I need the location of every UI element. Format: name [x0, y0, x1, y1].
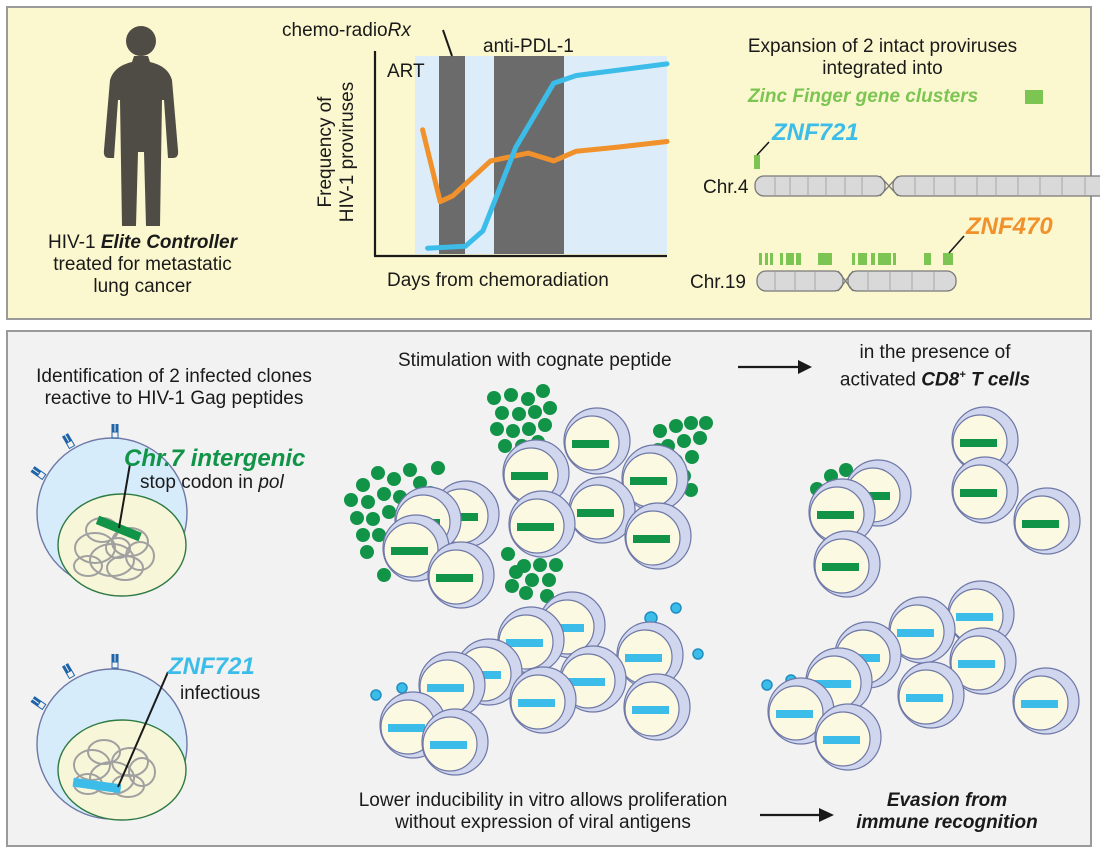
gag-receptor-icon [30, 695, 47, 711]
zinc-finger-legend-swatch [1025, 90, 1043, 104]
chr7-intergenic-label: Chr.7 intergenic [124, 445, 306, 472]
gag-receptor-icon [30, 465, 47, 481]
chemo-radio-band [439, 56, 465, 254]
chromosome-19 [756, 270, 957, 292]
gag-receptor-icon [61, 432, 76, 450]
arrow-to-evasion [760, 808, 834, 822]
green-clone-cells [382, 406, 1081, 609]
blue-clone-cells [379, 580, 1080, 776]
evasion-text: Evasion from immune recognition [856, 790, 1038, 833]
chromosome-4 [754, 175, 1100, 197]
infected-cell-chr7 [30, 423, 188, 597]
stop-codon-label: stop codon in pol [140, 472, 284, 493]
arrow-to-cd8 [738, 360, 812, 374]
infected-cell-znf721 [30, 653, 188, 821]
frequency-chart [373, 29, 670, 258]
identification-text: Identification of 2 infected clones reac… [36, 366, 312, 409]
chr4-label: Chr.4 [703, 177, 749, 198]
gag-receptor-icon [111, 423, 119, 439]
chr19-label: Chr.19 [690, 272, 746, 293]
patient-silhouette-icon [103, 26, 179, 226]
patient-description: HIV-1 Elite Controller treated for metas… [48, 232, 237, 297]
virion-dots [370, 602, 797, 701]
anti-pdl1-label: anti-PDL-1 [483, 36, 574, 57]
gag-receptor-icon [111, 653, 119, 669]
znf721-gene-label: ZNF721 [772, 119, 859, 146]
lower-inducibility-text: Lower inducibility in vitro allows proli… [358, 790, 728, 833]
x-axis-label: Days from chemoradiation [387, 270, 609, 291]
bottom-panel [6, 330, 1092, 847]
infectious-label: infectious [180, 683, 261, 704]
gag-receptor-icon [61, 662, 76, 680]
stimulation-label: Stimulation with cognate peptide [398, 350, 672, 371]
expansion-title: Expansion of 2 intact proviruses integra… [747, 36, 1018, 79]
chemo-radio-label: chemo-radioRx [282, 20, 411, 41]
znf470-series-line [420, 127, 670, 205]
znf721-clone-label: ZNF721 [168, 653, 255, 680]
chromosome-diagram [754, 90, 1100, 292]
znf470-gene-label: ZNF470 [966, 213, 1053, 240]
zinc-finger-legend-label: Zinc Finger gene clusters [748, 86, 979, 107]
znf721-series-line [425, 61, 670, 251]
art-label: ART [387, 61, 425, 82]
zinc-finger-cluster-markers [759, 253, 953, 265]
cd8-presence-label: in the presence of activated CD8+ T cell… [839, 342, 1031, 391]
